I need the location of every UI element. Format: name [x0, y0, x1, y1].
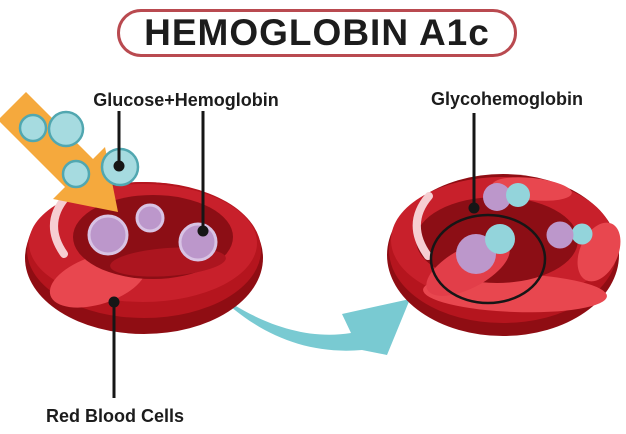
pointer-dot — [108, 296, 120, 308]
crescent-highlight — [50, 193, 70, 258]
glucose-molecule — [61, 159, 91, 189]
pointer-lines — [112, 111, 476, 398]
glucose-molecule — [18, 113, 48, 143]
glycohemoglobin-pair — [456, 224, 515, 274]
glucose-molecule — [47, 110, 85, 148]
pointer-dot — [468, 202, 480, 214]
label-red-blood-cells: Red Blood Cells — [45, 406, 185, 426]
hemoglobin-molecule — [546, 221, 574, 249]
label-glucose-hemoglobin: Glucose+Hemoglobin — [93, 90, 279, 110]
glycohemoglobin-pair — [483, 183, 530, 211]
title-box: HEMOGLOBIN A1c — [117, 9, 517, 57]
focus-ring — [429, 213, 547, 305]
glucose-molecule — [571, 223, 593, 245]
pointer-dot — [197, 225, 209, 237]
pointer-dot — [113, 160, 125, 172]
pointer-dots — [108, 160, 480, 308]
hemoglobin-molecule — [87, 214, 129, 256]
label-glycohemoglobin: Glycohemoglobin — [430, 89, 584, 109]
glucose-molecule — [485, 224, 515, 254]
page-title: HEMOGLOBIN A1c — [144, 11, 490, 53]
glycohemoglobin-pairs — [456, 183, 593, 274]
transformation-arrow-icon — [214, 291, 410, 355]
hemoglobin-molecule — [483, 183, 511, 211]
hemoglobin-molecule — [135, 203, 165, 233]
crescent-highlight — [412, 192, 433, 260]
glycohemoglobin-pair — [546, 221, 593, 249]
glucose-molecule — [506, 183, 530, 207]
